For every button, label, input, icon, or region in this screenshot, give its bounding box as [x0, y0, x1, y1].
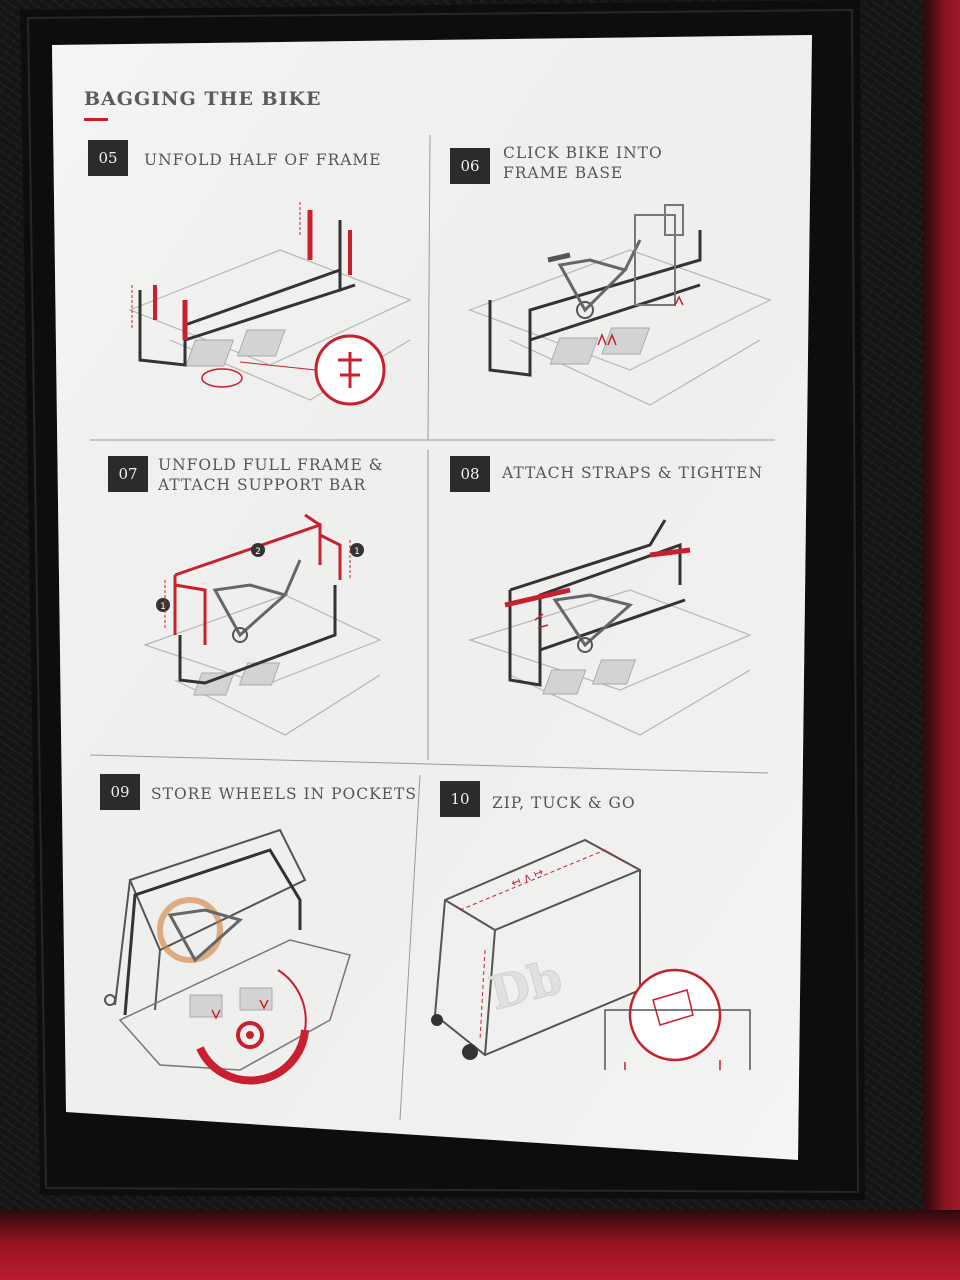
red-bag-edge-bottom	[0, 1210, 960, 1280]
step-09-label: STORE WHEELS IN POCKETS	[151, 785, 417, 803]
step-07-callout-1-right: 1	[354, 547, 360, 557]
red-bag-edge-right	[924, 0, 960, 1280]
card-title: BAGGING THE BIKE	[84, 88, 322, 110]
step-10-label: ZIP, TUCK & GO	[492, 794, 636, 812]
step-09-wheel-pockets-illustration	[104, 828, 351, 1085]
step-06-label: CLICK BIKE INTO FRAME BASE	[503, 144, 663, 182]
step-08-label: ATTACH STRAPS & TIGHTEN	[502, 464, 764, 482]
step-05-frame-illustration	[128, 202, 412, 406]
step-07-full-frame-illustration: 1 2 1	[143, 513, 382, 736]
step-07-callout-2: 2	[255, 547, 261, 557]
step-06-badge: 06	[450, 148, 490, 184]
title-accent-line	[84, 118, 108, 121]
step-07-badge: 07	[108, 456, 148, 492]
step-06-bike-base-illustration	[468, 204, 772, 406]
step-10-closed-bag-illustration: ↤ ∧ ↦ Db	[431, 838, 751, 1070]
db-logo: Db	[484, 950, 568, 1021]
step-05-label: UNFOLD HALF OF FRAME	[144, 151, 382, 169]
step-05-badge: 05	[88, 140, 128, 176]
step-07-label: UNFOLD FULL FRAME & ATTACH SUPPORT BAR	[158, 456, 384, 494]
step-07-callout-1-left: 1	[160, 602, 166, 612]
svg-text:↤ ∧ ↦: ↤ ∧ ↦	[509, 865, 545, 890]
step-08-badge: 08	[450, 456, 490, 492]
step-10-badge: 10	[440, 781, 480, 817]
step-08-straps-illustration	[468, 519, 752, 736]
step-09-badge: 09	[100, 774, 140, 810]
